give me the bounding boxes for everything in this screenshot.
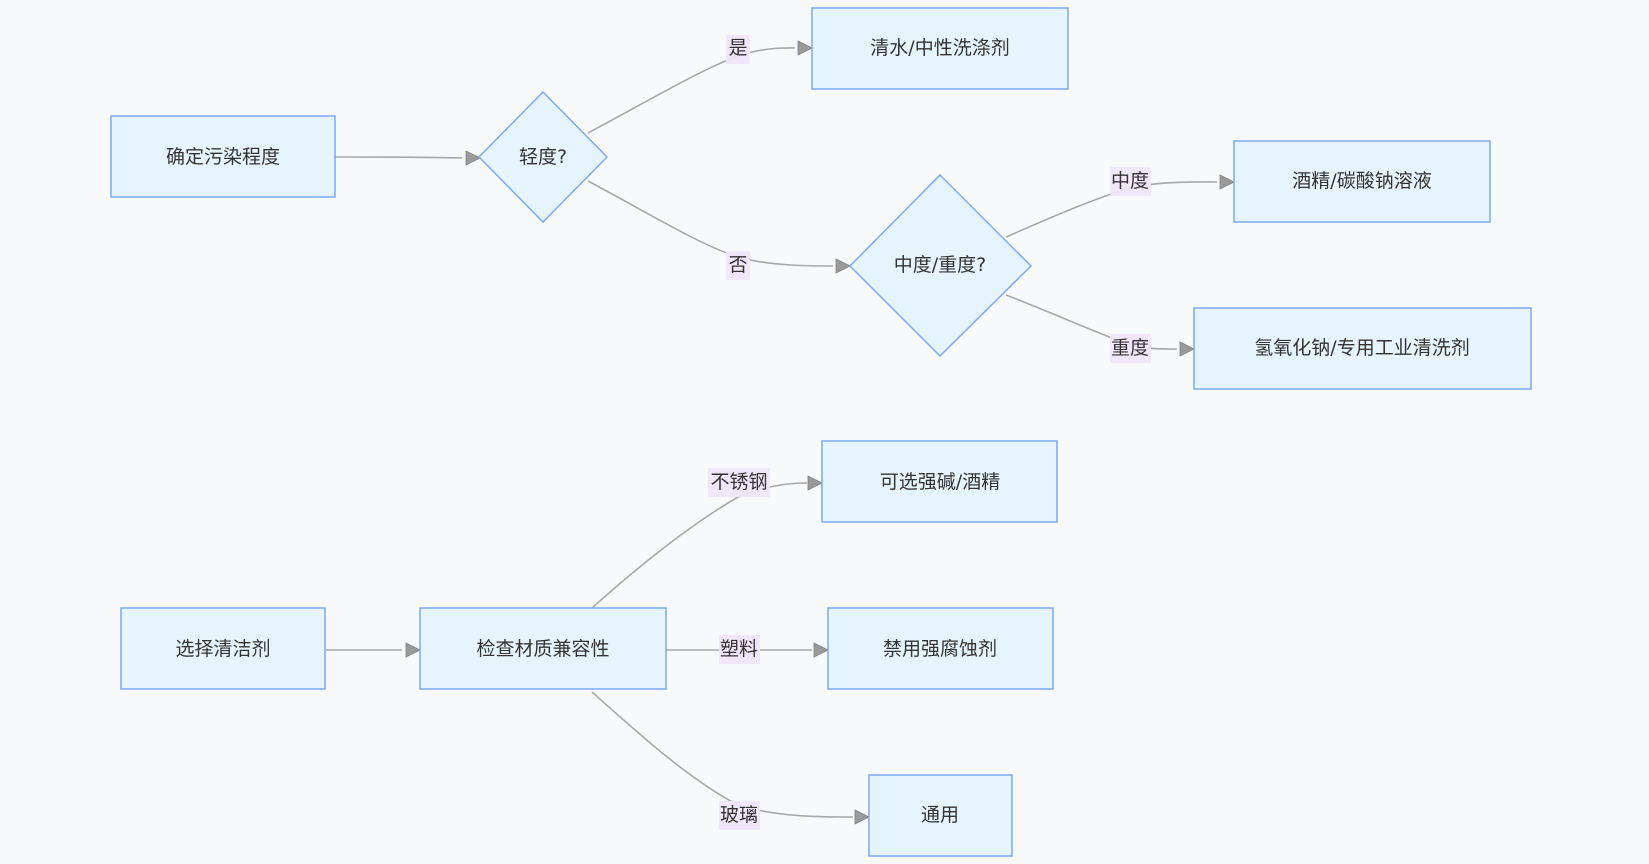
edge-label-severe: 重度 [1110, 334, 1151, 363]
arrowhead [1219, 174, 1235, 190]
node-determine-contamination[interactable]: 确定污染程度 [110, 115, 336, 198]
arrowhead [405, 642, 421, 658]
edge-label-yes: 是 [726, 35, 750, 64]
node-check-material-label: 检查材质兼容性 [476, 638, 609, 660]
edge-label-no: 否 [726, 251, 750, 280]
edge-label-plastic: 塑料 [719, 635, 760, 664]
arrowhead [1179, 341, 1195, 357]
arrowhead [807, 475, 823, 491]
arrowhead [797, 40, 813, 56]
edge-mild-yes [587, 40, 813, 134]
arrowhead [854, 809, 870, 825]
node-general-use-label: 通用 [921, 804, 959, 826]
arrowhead [813, 642, 829, 658]
edge-label-moderate-text: 中度 [1111, 170, 1149, 192]
arrowhead [835, 258, 851, 274]
edge-label-plastic-text: 塑料 [720, 638, 758, 660]
edge-label-no-text: 否 [728, 254, 747, 276]
edge-mild-no [587, 180, 851, 274]
node-no-corrosive[interactable]: 禁用强腐蚀剂 [827, 607, 1054, 690]
edge-severe [1005, 294, 1195, 357]
node-check-material[interactable]: 检查材质兼容性 [419, 607, 667, 690]
edge-label-yes-text: 是 [728, 37, 747, 59]
edge-label-glass-text: 玻璃 [720, 804, 758, 826]
node-alcohol-soda-label: 酒精/碳酸钠溶液 [1292, 170, 1431, 192]
edge-stainless [591, 475, 823, 609]
node-alcohol-soda[interactable]: 酒精/碳酸钠溶液 [1233, 140, 1491, 223]
edge-determine-to-mild [334, 150, 481, 166]
decision-mild[interactable]: 轻度? [477, 90, 609, 224]
edge-label-stainless-steel-text: 不锈钢 [710, 471, 767, 493]
node-select-cleaner[interactable]: 选择清洁剂 [120, 607, 326, 690]
node-water-detergent[interactable]: 清水/中性洗涤剂 [811, 7, 1069, 90]
decision-moderate-severe[interactable]: 中度/重度? [848, 173, 1033, 358]
node-naoh-industrial-label: 氢氧化钠/专用工业清洗剂 [1254, 337, 1469, 359]
node-strong-alkali-alcohol[interactable]: 可选强碱/酒精 [821, 440, 1058, 523]
decision-mild-label: 轻度? [519, 146, 567, 168]
node-strong-alkali-alcohol-label: 可选强碱/酒精 [880, 471, 1000, 493]
node-naoh-industrial[interactable]: 氢氧化钠/专用工业清洗剂 [1193, 307, 1532, 390]
arrowhead [465, 150, 481, 166]
node-general-use[interactable]: 通用 [868, 774, 1013, 857]
edge-select-to-check [326, 642, 421, 658]
node-water-detergent-label: 清水/中性洗涤剂 [870, 37, 1009, 59]
edge-label-moderate: 中度 [1110, 167, 1151, 196]
edge-label-severe-text: 重度 [1111, 337, 1149, 359]
node-determine-contamination-label: 确定污染程度 [166, 146, 280, 168]
edge-label-glass: 玻璃 [719, 801, 760, 830]
node-no-corrosive-label: 禁用强腐蚀剂 [883, 638, 997, 660]
edge-label-stainless-steel: 不锈钢 [708, 468, 770, 497]
node-select-cleaner-label: 选择清洁剂 [175, 638, 270, 660]
decision-moderate-severe-label: 中度/重度? [894, 254, 987, 276]
